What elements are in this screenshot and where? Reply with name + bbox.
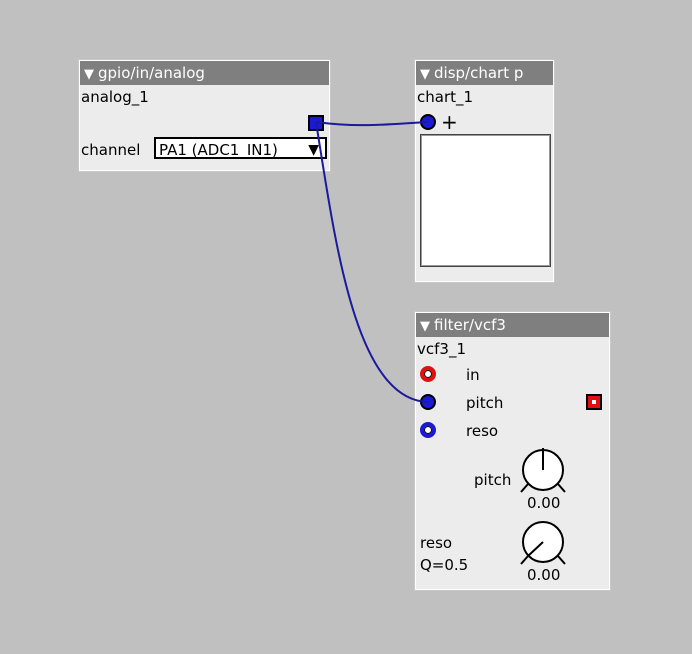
collapse-triangle-icon[interactable]: ▼ [84, 67, 94, 82]
channel-dropdown[interactable]: PA1 (ADC1_IN1) ▼ [154, 137, 327, 159]
wire-analog-to-chart [315, 121, 429, 127]
collapse-triangle-icon[interactable]: ▼ [420, 319, 430, 334]
chart-title: disp/chart p [434, 64, 524, 82]
channel-label: channel [81, 141, 141, 159]
pitch-knob-value: 0.00 [527, 494, 561, 512]
wire-analog-to-vcf-pitch [315, 121, 429, 403]
analog-title: gpio/in/analog [98, 64, 205, 82]
inlet-reso[interactable] [420, 422, 436, 438]
pitch-knob[interactable] [518, 446, 568, 496]
reso-knob[interactable] [518, 518, 568, 568]
dropdown-arrow-icon: ▼ [308, 142, 319, 158]
vcf-object[interactable]: ▼filter/vcf3 vcf3_1 in pitch reso pitch … [415, 312, 610, 590]
vcf-outlet[interactable] [586, 394, 602, 410]
inlet-pitch-label: pitch [466, 394, 504, 412]
chart-inlet[interactable] [420, 114, 436, 130]
chart-title-bar[interactable]: ▼ disp/chart p [416, 61, 553, 85]
collapse-triangle-icon[interactable]: ▼ [420, 67, 430, 82]
analog-outlet[interactable] [308, 115, 324, 131]
reso-knob-value: 0.00 [527, 566, 561, 584]
inlet-reso-label: reso [466, 422, 499, 440]
analog-title-bar[interactable]: ▼ gpio/in/analog [80, 61, 329, 85]
pitch-knob-label: pitch [474, 471, 512, 489]
vcf-title-bar[interactable]: ▼ filter/vcf3 [416, 313, 609, 337]
reso-knob-label: reso [420, 534, 453, 552]
inlet-in[interactable] [420, 366, 436, 382]
inlet-in-label: in [466, 366, 480, 384]
chart-display [420, 134, 551, 267]
channel-value: PA1 (ADC1_IN1) [159, 141, 278, 159]
analog-object[interactable]: ▼ gpio/in/analog analog_1 channel PA1 (AD… [79, 60, 330, 171]
vcf-instance-name[interactable]: vcf3_1 [417, 340, 466, 358]
chart-object[interactable]: ▼ disp/chart p chart_1 + [415, 60, 554, 282]
inlet-pitch[interactable] [420, 394, 436, 410]
analog-instance-name[interactable]: analog_1 [81, 88, 149, 106]
chart-instance-name[interactable]: chart_1 [417, 88, 474, 106]
vcf-title: filter/vcf3 [434, 316, 506, 334]
reso-q-label: Q=0.5 [420, 556, 469, 574]
plus-icon: + [441, 110, 458, 134]
